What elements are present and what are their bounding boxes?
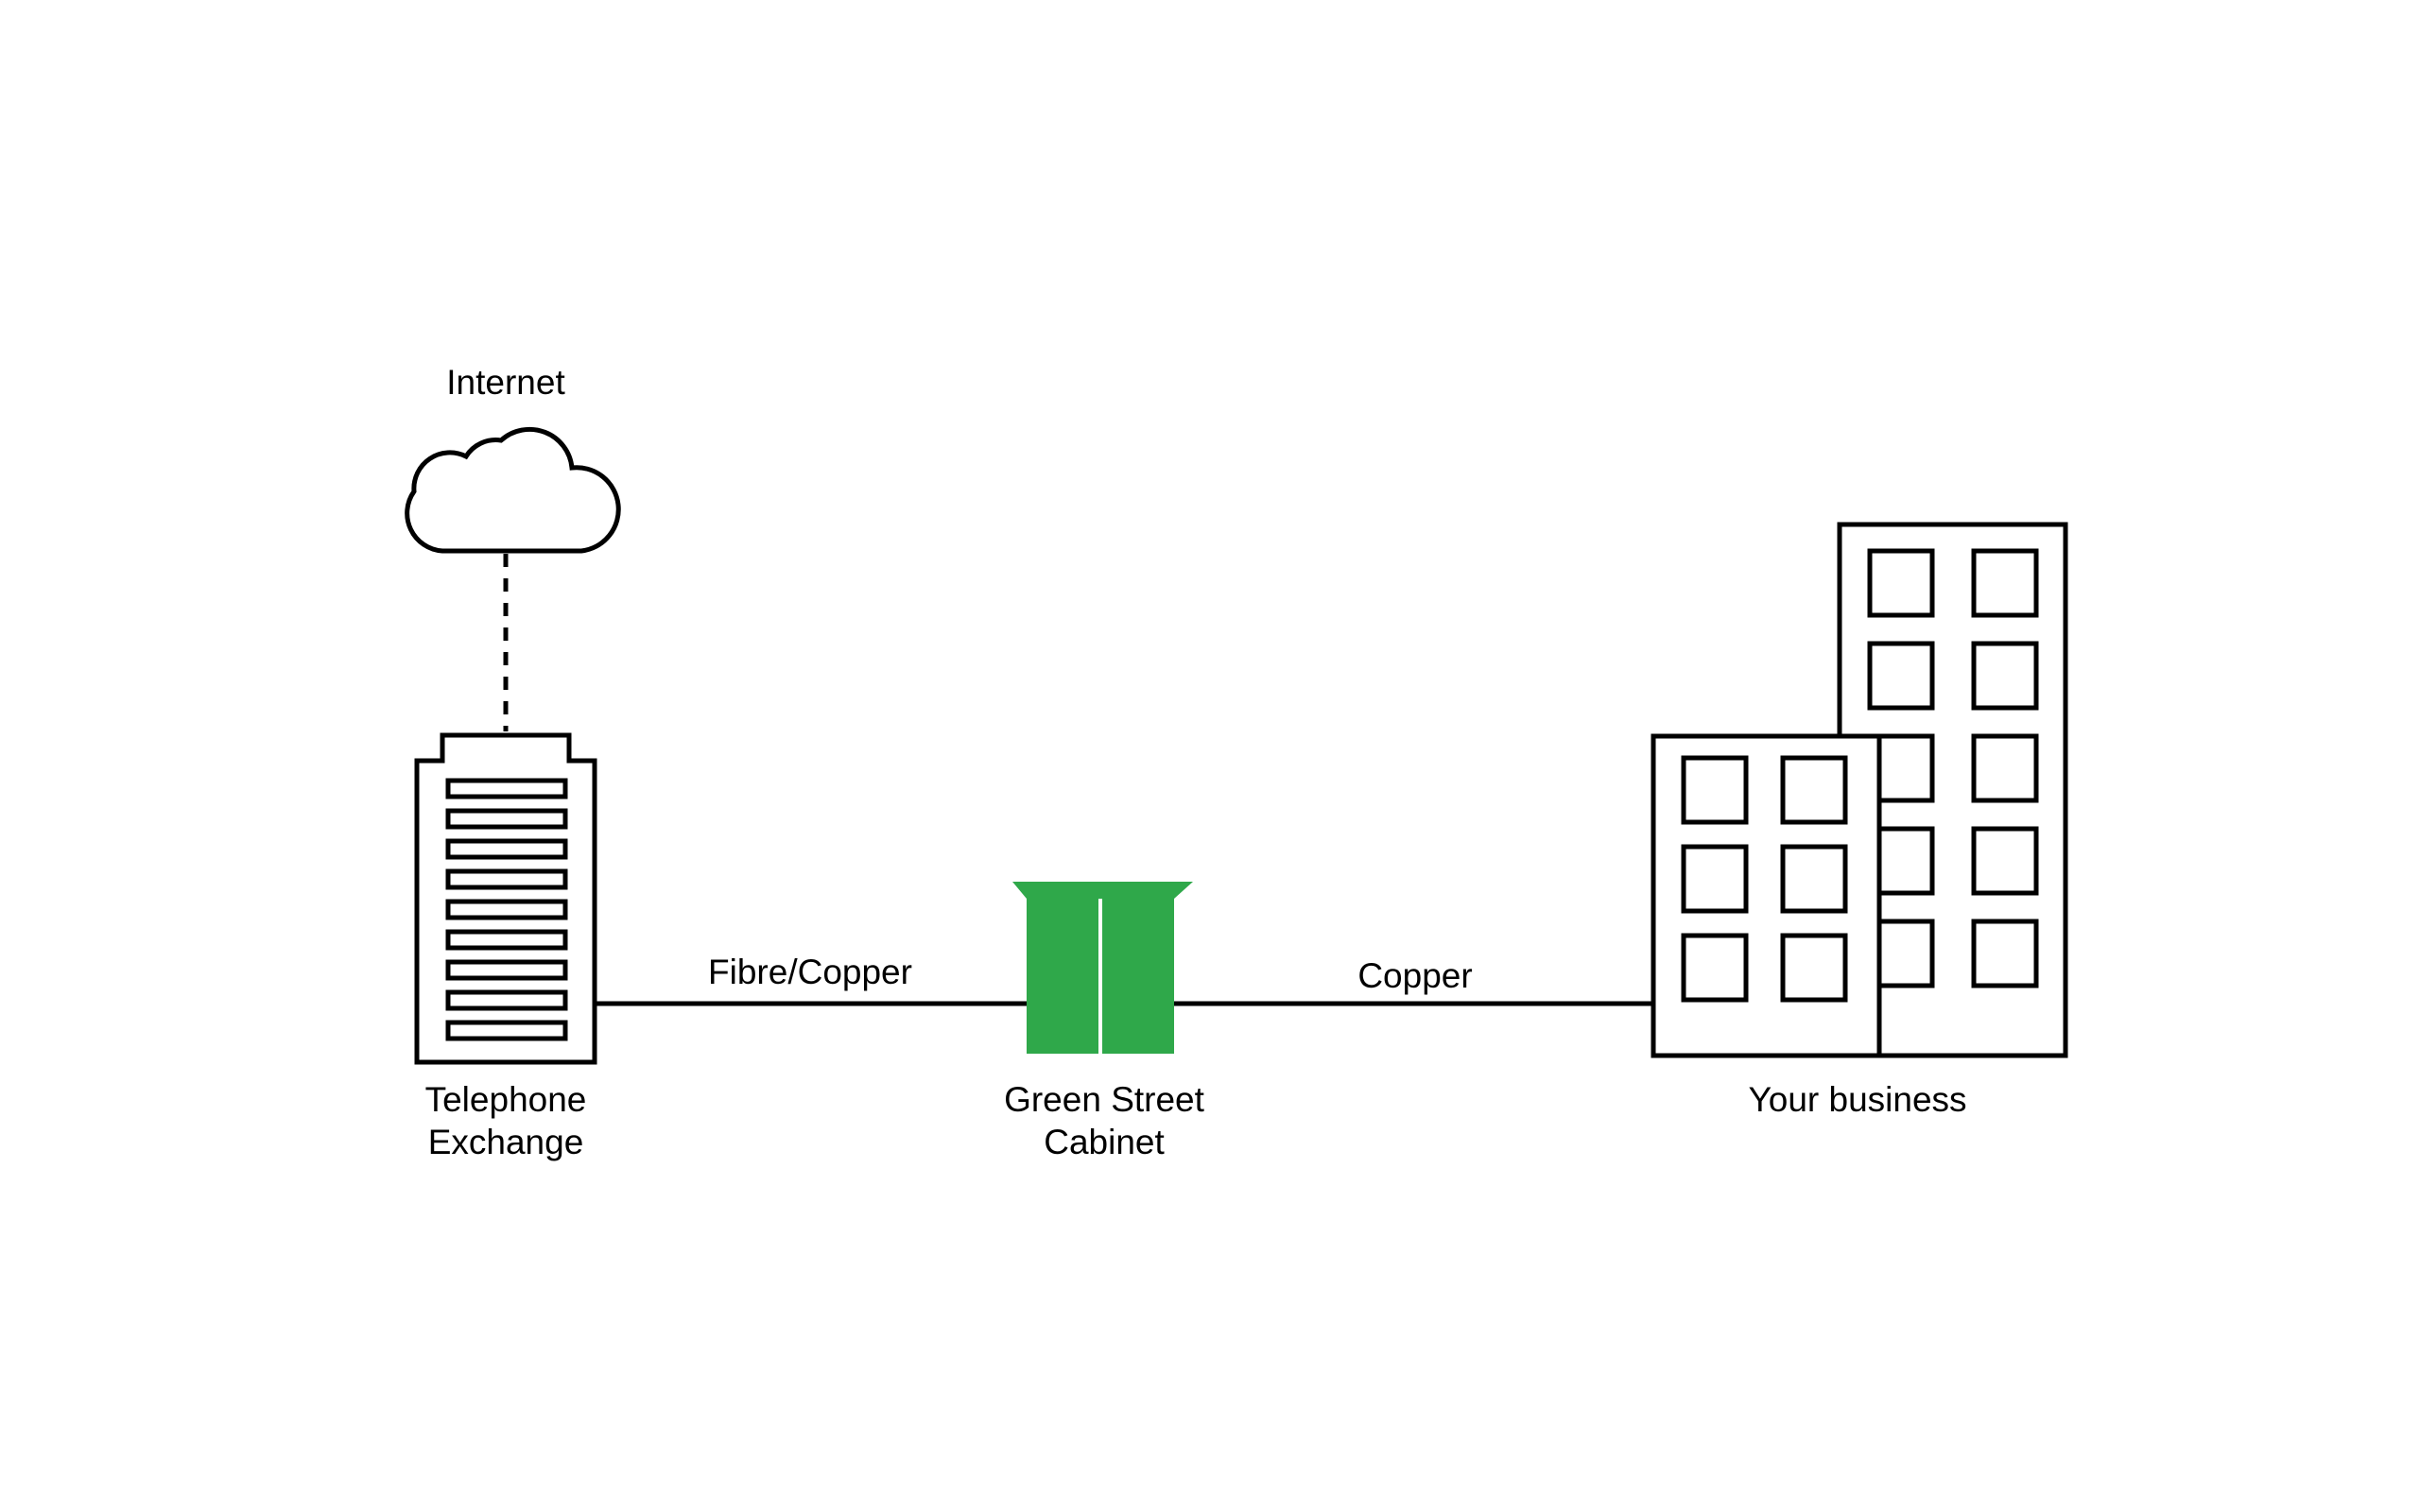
front-building: [1651, 733, 1882, 1058]
exchange-window-slots: [445, 778, 568, 1041]
cabinet-label-line2: Cabinet: [1044, 1123, 1165, 1161]
fibre-copper-label: Fibre/Copper: [708, 953, 912, 991]
internet-label: Internet: [446, 363, 565, 402]
copper-label: Copper: [1357, 956, 1472, 995]
cabinet-label-line1: Green Street: [1004, 1080, 1205, 1119]
cloud-icon: [405, 426, 621, 554]
exchange-building-icon: [414, 732, 597, 1065]
business-label: Your business: [1748, 1080, 1966, 1119]
exchange-label-line1: Telephone: [425, 1080, 587, 1119]
office-buildings-icon: [1651, 522, 2068, 1058]
street-cabinet-icon: [1012, 882, 1193, 1054]
exchange-label-line2: Exchange: [428, 1123, 584, 1161]
